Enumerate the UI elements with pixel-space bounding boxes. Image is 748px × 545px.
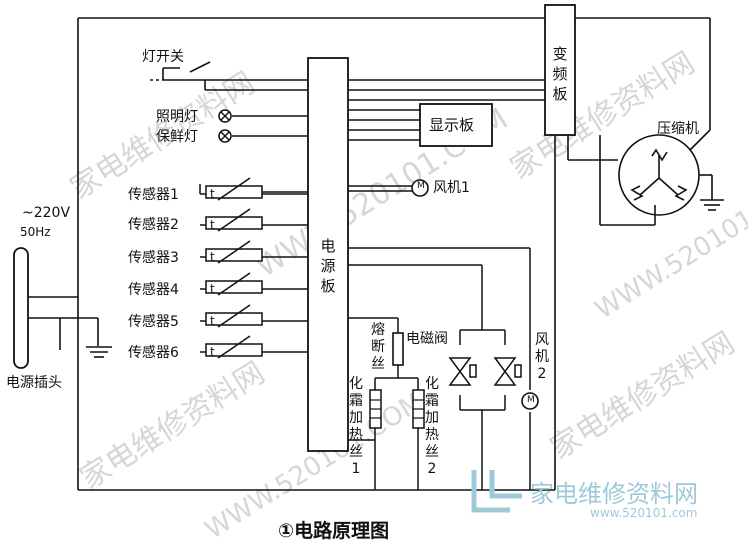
fan1-label: 风机1 xyxy=(433,180,470,196)
thermistor-mark: t xyxy=(210,218,215,232)
brand-logo-icon xyxy=(471,470,522,513)
inverter-board-label: 变频板 xyxy=(552,45,568,103)
thermistor-mark: t xyxy=(210,345,215,359)
brand-name: 家电维修资料网 xyxy=(530,480,698,508)
thermistor-mark: t xyxy=(210,250,215,264)
sensor-6-label: 传感器6 xyxy=(128,345,179,361)
diagram-caption: ①电路原理图 xyxy=(278,516,389,543)
sensor-4-label: 传感器4 xyxy=(128,282,179,298)
power-plug-label: 电源插头 xyxy=(6,375,62,391)
fan2-label: 风机2 xyxy=(535,332,549,382)
compressor-label: 压缩机 xyxy=(657,121,699,137)
solenoid-valve-label: 电磁阀 xyxy=(406,331,448,347)
sensor-5-label: 传感器5 xyxy=(128,314,179,330)
thermistor-mark: t xyxy=(210,314,215,328)
caption-title: 电路原理图 xyxy=(294,520,390,542)
voltage-label: ~220V xyxy=(22,205,71,221)
display-board-label: 显示板 xyxy=(429,116,475,134)
fuse-label: 熔断丝 xyxy=(371,322,385,372)
sensor-2-label: 传感器2 xyxy=(128,217,179,233)
sensor-1-label: 传感器1 xyxy=(128,187,179,203)
lighting-lamp-label: 照明灯 xyxy=(156,109,198,125)
brand-url: www.520101.com xyxy=(590,506,698,520)
fan1-motor-symbol: M xyxy=(417,181,425,191)
defrost-heater-2-label: 化霜加热丝2 xyxy=(425,376,439,477)
fresh-lamp-label: 保鲜灯 xyxy=(156,129,198,145)
defrost-heater-1-label: 化霜加热丝1 xyxy=(349,376,363,477)
thermistor-mark: t xyxy=(210,187,215,201)
sensor-3-label: 传感器3 xyxy=(128,250,179,266)
power-board-label: 电源板 xyxy=(320,237,336,295)
light-switch-label: 灯开关 xyxy=(142,49,184,65)
thermistor-mark: t xyxy=(210,282,215,296)
frequency-label: 50Hz xyxy=(20,225,51,239)
caption-number: ① xyxy=(278,520,295,542)
fan2-motor-symbol: M xyxy=(527,395,535,405)
